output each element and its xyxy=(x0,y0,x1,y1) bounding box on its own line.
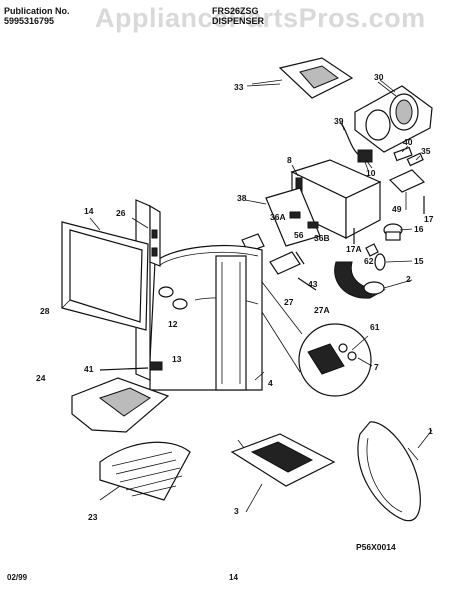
footer-page-number: 14 xyxy=(229,573,238,582)
callout-39: 39 xyxy=(334,116,344,126)
watermark: AppliancePartsPros.com xyxy=(95,3,426,33)
callout-17: 17 xyxy=(424,214,434,224)
callout-30: 30 xyxy=(374,72,384,82)
callout-40: 40 xyxy=(403,137,413,147)
detail-magnifier-circle xyxy=(261,281,372,397)
part-10-switch xyxy=(357,149,373,171)
leader-lines xyxy=(89,79,433,513)
callout-41: 41 xyxy=(84,364,94,374)
diagram-code: P56X0014 xyxy=(356,542,396,552)
part-62-nut xyxy=(365,243,379,257)
part-38-plate xyxy=(265,187,321,247)
part-2-chute xyxy=(334,261,386,299)
part-3-heater-plate xyxy=(230,433,336,487)
callout-24: 24 xyxy=(36,373,46,383)
part-49-bracket xyxy=(388,169,426,210)
callout-13: 13 xyxy=(172,354,182,364)
callout-23: 23 xyxy=(88,512,98,522)
part-33-cover-plate xyxy=(251,57,354,99)
callout-8: 8 xyxy=(287,155,292,165)
callout-7: 7 xyxy=(374,362,379,372)
callout-36A: 36A xyxy=(270,212,286,222)
callout-15: 15 xyxy=(414,256,424,266)
footer-date: 02/99 xyxy=(7,573,28,582)
part-24-drip-tray xyxy=(71,377,170,433)
callout-28: 28 xyxy=(40,306,50,316)
callout-36B: 36B xyxy=(314,233,330,243)
part-4-dispenser-cabinet xyxy=(149,244,263,391)
part-23-grille xyxy=(99,441,191,501)
part-15-lamp xyxy=(374,253,386,271)
callout-26: 26 xyxy=(116,208,126,218)
part-1-gasket xyxy=(357,421,421,522)
callout-43: 43 xyxy=(308,279,318,289)
callout-4: 4 xyxy=(268,378,273,388)
callout-12: 12 xyxy=(168,319,178,329)
publication-number: 5995316795 xyxy=(4,16,55,26)
part-27A-pin xyxy=(297,277,317,291)
part-40-terminal xyxy=(393,146,413,162)
callout-35: 35 xyxy=(421,146,431,156)
part-43-screw xyxy=(295,251,305,265)
callout-27: 27 xyxy=(284,297,294,307)
section-title: DISPENSER xyxy=(212,16,265,26)
callout-56: 56 xyxy=(294,230,304,240)
callout-17A: 17A xyxy=(346,244,362,254)
callout-16: 16 xyxy=(414,224,424,234)
part-12-fasteners xyxy=(158,286,188,310)
part-41-lever xyxy=(99,367,149,371)
callout-62: 62 xyxy=(364,256,374,266)
part-30-chute-housing xyxy=(354,81,433,153)
callout-61: 61 xyxy=(370,322,380,332)
callout-14: 14 xyxy=(84,206,94,216)
part-27-lever xyxy=(269,251,301,275)
callout-labels: 33 30 39 40 35 8 10 38 36A 56 36B 17A 62… xyxy=(36,72,434,522)
callout-10: 10 xyxy=(366,168,376,178)
part-13-spring xyxy=(149,361,163,371)
publication-label: Publication No. xyxy=(4,6,70,16)
callout-2: 2 xyxy=(406,274,411,284)
callout-49: 49 xyxy=(392,204,402,214)
part-8-bracket xyxy=(290,159,382,239)
callout-1: 1 xyxy=(428,426,433,436)
callout-3: 3 xyxy=(234,506,239,516)
callout-33: 33 xyxy=(234,82,244,92)
part-16-bulb-socket xyxy=(383,223,403,241)
model-number: FRS26ZSG xyxy=(212,6,259,16)
callout-38: 38 xyxy=(237,193,247,203)
part-14-front-panel xyxy=(61,221,149,331)
callout-27A: 27A xyxy=(314,305,330,315)
